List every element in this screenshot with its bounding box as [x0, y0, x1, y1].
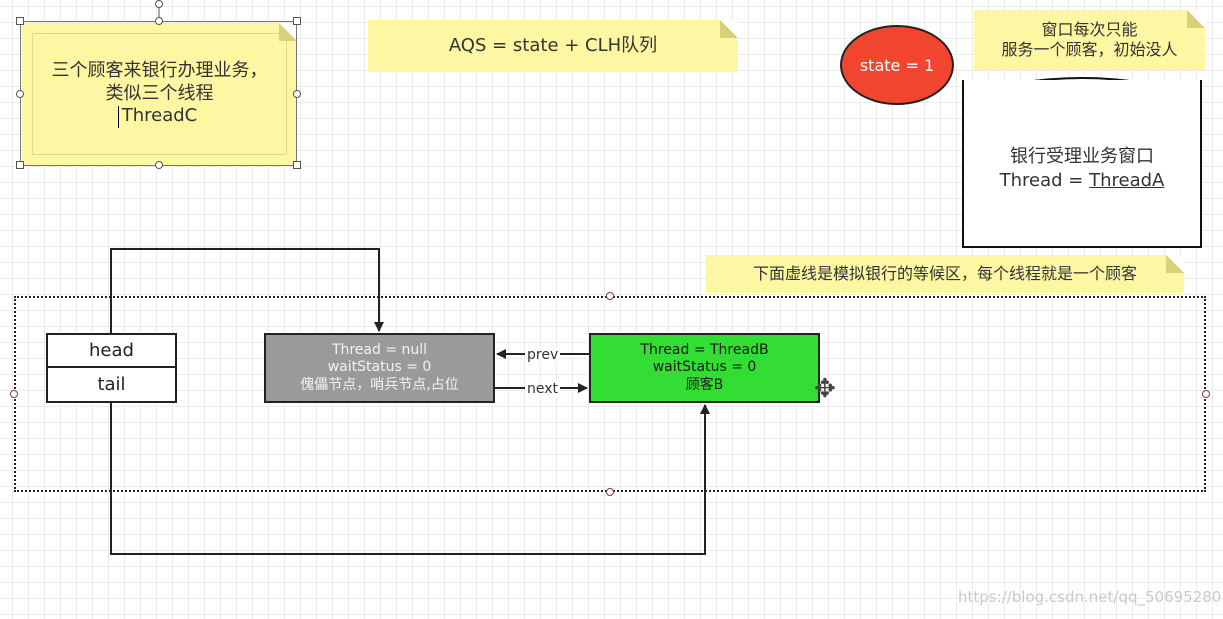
resize-handle-se[interactable]: [293, 161, 301, 169]
connection-point-left[interactable]: [10, 390, 18, 398]
note-fold-corner: [1166, 255, 1184, 273]
node-b-thread: Thread = ThreadB: [640, 341, 769, 358]
connection-point-bottom[interactable]: [606, 488, 614, 496]
resize-handle-sw[interactable]: [16, 161, 24, 169]
head-pointer-edge: [110, 248, 384, 333]
bank-window-thread-value: ThreadA: [1089, 170, 1165, 191]
text-caret: [118, 106, 119, 128]
note-fold-corner: [1187, 10, 1205, 28]
note-waiting-area[interactable]: 下面虚线是模拟银行的等候区，每个线程就是一个顾客: [706, 255, 1184, 293]
bank-window-title: 银行受理业务窗口: [1010, 145, 1154, 167]
bank-window-thread-prefix: Thread =: [999, 170, 1090, 191]
note-threadc-text: 三个顾客来银行办理业务， 类似三个线程 ThreadC: [51, 60, 268, 127]
state-label: state = 1: [859, 55, 935, 75]
move-cursor-icon: ✥: [814, 374, 836, 404]
head-label: head: [89, 340, 134, 361]
connection-point-top[interactable]: [606, 292, 614, 300]
bank-service-window[interactable]: 银行受理业务窗口 Thread = ThreadA: [962, 80, 1202, 248]
note-fold-corner: [279, 23, 297, 41]
bank-window-thread: Thread = ThreadA: [1000, 169, 1165, 193]
thread-b-node[interactable]: Thread = ThreadB waitStatus = 0 顾客B: [589, 333, 820, 403]
selection-frame: [20, 21, 297, 166]
rotate-handle[interactable]: [155, 0, 163, 8]
node-b-description: 顾客B: [685, 376, 724, 393]
note-inner-border: [32, 33, 287, 155]
resize-handle-nw[interactable]: [16, 17, 24, 25]
state-ellipse[interactable]: state = 1: [840, 25, 954, 105]
note-threadc[interactable]: 三个顾客来银行办理业务， 类似三个线程 ThreadC: [22, 23, 297, 165]
resize-handle-s[interactable]: [155, 161, 163, 169]
note-fold-corner: [720, 20, 738, 38]
sentinel-thread: Thread = null: [331, 341, 428, 358]
note-window-rule[interactable]: 窗口每次只能 服务一个顾客，初始没人: [974, 10, 1205, 70]
tail-pointer-edge: [110, 403, 710, 555]
resize-handle-n[interactable]: [155, 17, 163, 25]
tail-pointer-cell[interactable]: tail: [46, 368, 177, 403]
watermark: https://blog.csdn.net/qq_50695280: [958, 588, 1222, 606]
resize-handle-ne[interactable]: [293, 17, 301, 25]
connection-point-right[interactable]: [1202, 390, 1210, 398]
head-pointer-cell[interactable]: head: [46, 333, 177, 368]
note-aqs[interactable]: AQS = state + CLH队列: [368, 20, 738, 72]
tail-label: tail: [97, 374, 126, 395]
note-waiting-area-text: 下面虚线是模拟银行的等候区，每个线程就是一个顾客: [752, 264, 1137, 283]
note-window-rule-text: 窗口每次只能 服务一个顾客，初始没人: [1001, 20, 1178, 59]
resize-handle-e[interactable]: [293, 90, 301, 98]
prev-label: prev: [525, 347, 561, 363]
note-aqs-text: AQS = state + CLH队列: [448, 34, 658, 56]
resize-handle-w[interactable]: [16, 90, 24, 98]
sentinel-description: 傀儡节点，哨兵节点,占位: [300, 376, 459, 393]
sentinel-node[interactable]: Thread = null waitStatus = 0 傀儡节点，哨兵节点,占…: [264, 333, 495, 403]
next-label: next: [525, 381, 561, 397]
node-b-wait-status: waitStatus = 0: [652, 359, 757, 376]
sentinel-wait-status: waitStatus = 0: [327, 359, 432, 376]
